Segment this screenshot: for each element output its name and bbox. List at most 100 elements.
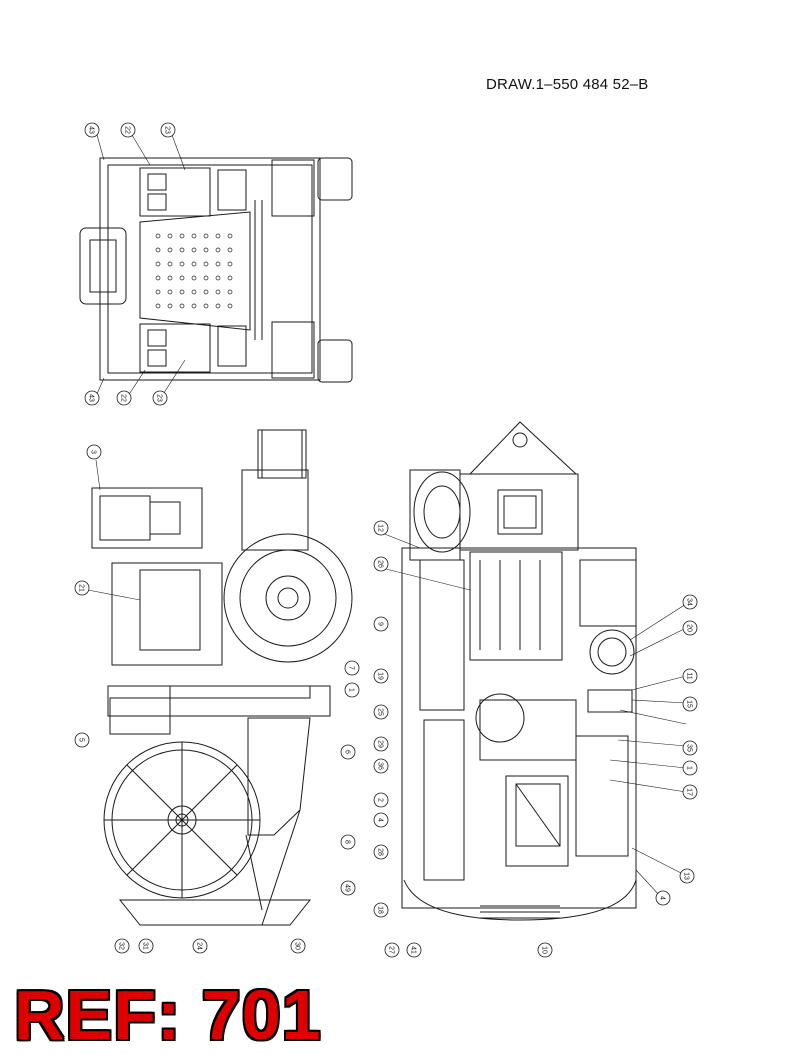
callout-circle bbox=[406, 942, 422, 958]
callout-circle bbox=[192, 938, 208, 954]
callout-balloon: 19 bbox=[373, 668, 389, 684]
callout-number: 32 bbox=[118, 942, 125, 950]
callout-circle bbox=[340, 880, 356, 896]
callout-balloon: 22 bbox=[120, 122, 136, 138]
callout-number: 43 bbox=[88, 126, 95, 134]
callout-circle bbox=[537, 942, 553, 958]
callout-number: 34 bbox=[686, 598, 693, 606]
callout-number: 6 bbox=[344, 750, 351, 754]
callout-circle bbox=[682, 620, 698, 636]
callout-number: 43 bbox=[88, 394, 95, 402]
callout-balloon: 4 bbox=[655, 890, 671, 906]
callout-circle bbox=[682, 740, 698, 756]
callout-balloon: 36 bbox=[373, 758, 389, 774]
callout-balloon: 5 bbox=[74, 732, 90, 748]
callout-circle bbox=[84, 122, 100, 138]
callout-number: 1 bbox=[686, 766, 693, 770]
callout-circle bbox=[120, 122, 136, 138]
callout-balloon: 13 bbox=[679, 868, 695, 884]
callout-circle bbox=[655, 890, 671, 906]
callout-number: 19 bbox=[377, 672, 384, 680]
callout-circle bbox=[74, 580, 90, 596]
callout-balloon: 34 bbox=[682, 594, 698, 610]
callout-number: 29 bbox=[377, 740, 384, 748]
perforation-grid bbox=[155, 233, 233, 309]
callout-circle bbox=[373, 556, 389, 572]
callout-circle bbox=[344, 682, 360, 698]
callout-circle bbox=[373, 902, 389, 918]
callout-balloon: 18 bbox=[373, 902, 389, 918]
drawing-number: DRAW.1–550 484 52–B bbox=[486, 76, 649, 93]
callout-circle bbox=[290, 938, 306, 954]
callout-balloon: 49 bbox=[340, 880, 356, 896]
rear-view bbox=[401, 421, 637, 921]
callout-balloon: 1 bbox=[344, 682, 360, 698]
callout-number: 23 bbox=[156, 394, 163, 402]
callout-circle bbox=[373, 758, 389, 774]
callout-circle bbox=[340, 834, 356, 850]
callout-number: 35 bbox=[686, 744, 693, 752]
callout-number: 24 bbox=[196, 942, 203, 950]
callout-balloon: 35 bbox=[682, 740, 698, 756]
callout-number: 17 bbox=[686, 788, 693, 796]
callout-number: 27 bbox=[388, 946, 395, 954]
callout-balloon: 21 bbox=[74, 580, 90, 596]
callout-circle bbox=[373, 736, 389, 752]
callout-number: 31 bbox=[142, 942, 149, 950]
callout-circle bbox=[373, 668, 389, 684]
callout-circle bbox=[682, 696, 698, 712]
callout-circle bbox=[160, 122, 176, 138]
callout-circle bbox=[679, 868, 695, 884]
callout-circle bbox=[373, 520, 389, 536]
callout-balloon: 27 bbox=[384, 942, 400, 958]
callout-circle bbox=[74, 732, 90, 748]
callout-number: 41 bbox=[410, 946, 417, 954]
callout-circle bbox=[116, 390, 132, 406]
callout-number: 3 bbox=[90, 450, 97, 454]
callout-balloon: 8 bbox=[340, 834, 356, 850]
callout-number: 8 bbox=[344, 840, 351, 844]
callout-circle bbox=[152, 390, 168, 406]
callout-number: 25 bbox=[377, 708, 384, 716]
callout-balloon: 1 bbox=[682, 760, 698, 776]
callout-balloon: 23 bbox=[152, 390, 168, 406]
callout-balloon: 4 bbox=[373, 812, 389, 828]
callout-balloon: 20 bbox=[682, 620, 698, 636]
callout-number: 12 bbox=[377, 524, 384, 532]
callout-number: 20 bbox=[686, 624, 693, 632]
callout-number: 23 bbox=[164, 126, 171, 134]
callout-circle bbox=[682, 668, 698, 684]
callout-balloon: 43 bbox=[84, 390, 100, 406]
callout-balloon: 2 bbox=[373, 792, 389, 808]
reference-label: REF: 701 bbox=[14, 976, 322, 1054]
callout-number: 28 bbox=[377, 848, 384, 856]
callout-balloon: 41 bbox=[406, 942, 422, 958]
callout-number: 2 bbox=[377, 798, 384, 802]
callout-circle bbox=[340, 744, 356, 760]
callout-balloon: 22 bbox=[116, 390, 132, 406]
callout-balloon: 12 bbox=[373, 520, 389, 536]
callout-balloon: 10 bbox=[537, 942, 553, 958]
callout-circle bbox=[114, 938, 130, 954]
callout-balloon: 7 bbox=[344, 660, 360, 676]
callout-circle bbox=[86, 444, 102, 460]
callout-circle bbox=[682, 594, 698, 610]
callout-circle bbox=[373, 812, 389, 828]
callout-balloon: 11 bbox=[682, 668, 698, 684]
top-view bbox=[79, 157, 353, 383]
callout-circle bbox=[84, 390, 100, 406]
callout-number: 11 bbox=[686, 672, 693, 679]
callout-circle bbox=[373, 616, 389, 632]
callout-number: 30 bbox=[294, 942, 301, 950]
callout-number: 26 bbox=[377, 560, 384, 568]
callout-number: 22 bbox=[124, 126, 131, 134]
callout-balloon: 6 bbox=[340, 744, 356, 760]
callout-circle bbox=[384, 942, 400, 958]
callout-balloon: 3 bbox=[86, 444, 102, 460]
leader-lines bbox=[87, 134, 687, 897]
callout-balloon: 24 bbox=[192, 938, 208, 954]
callout-number: 7 bbox=[348, 666, 355, 670]
callout-number: 10 bbox=[541, 946, 548, 954]
